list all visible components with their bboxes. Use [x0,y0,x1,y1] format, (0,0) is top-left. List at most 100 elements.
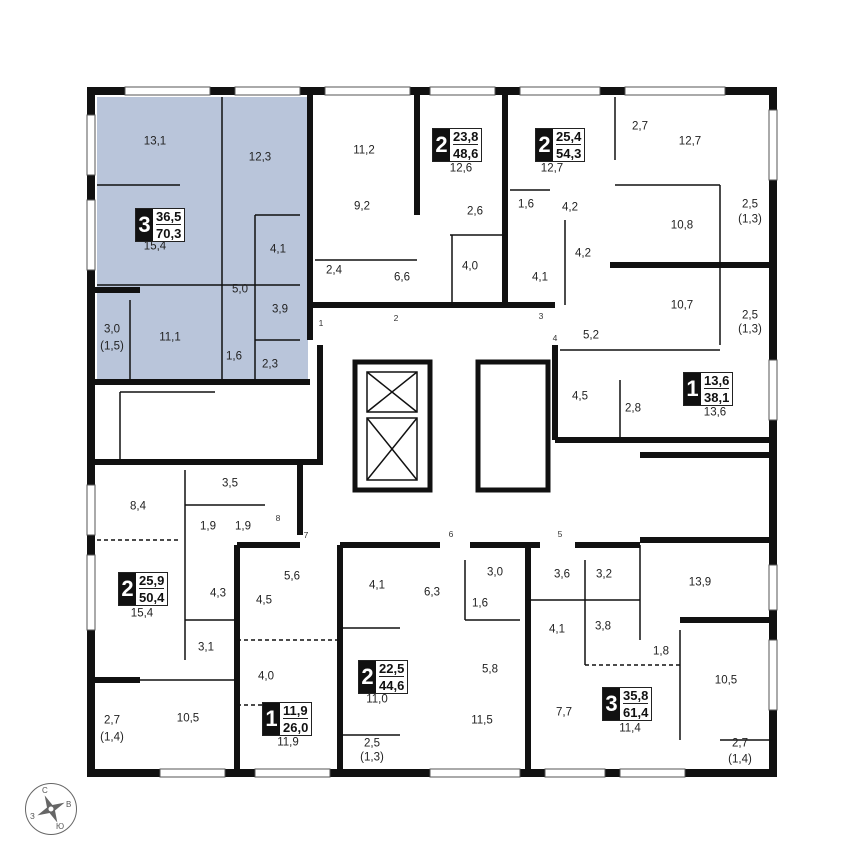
total-area: 54,3 [556,146,582,161]
door-number: 2 [393,313,399,323]
room-area: (1,3) [738,323,762,336]
room-area: 5,6 [284,570,300,583]
compass-rose: С В Ю З [25,783,77,835]
room-count: 1 [684,373,701,405]
room-area: 1,6 [226,350,242,363]
room-area: 12,7 [678,135,702,148]
room-area: 13,6 [703,406,727,419]
room-area: 6,6 [394,271,410,284]
room-area: 4,5 [572,390,588,403]
room-area: 8,4 [130,500,146,513]
room-area: 4,0 [258,670,274,683]
room-area: 10,5 [176,712,200,725]
room-area: 9,2 [354,200,370,213]
windows [86,86,778,778]
living-area: 25,4 [556,129,582,145]
room-area: 1,9 [235,520,251,533]
room-area: (1,3) [360,751,384,764]
room-area: 4,2 [575,247,591,260]
room-area: 12,3 [248,151,272,164]
room-area: 13,1 [143,135,167,148]
total-area: 70,3 [156,226,182,241]
room-area: 4,1 [270,243,286,256]
total-area: 26,0 [283,720,309,735]
living-area: 36,5 [156,209,182,225]
living-area: 13,6 [704,373,730,389]
room-area: 13,9 [688,576,712,589]
living-area: 22,5 [379,661,405,677]
room-area: 1,6 [472,597,488,610]
room-area: 5,2 [583,329,599,342]
door-number: 3 [538,311,544,321]
compass-west: З [30,812,35,821]
living-area: 25,9 [139,573,165,589]
room-count: 2 [359,661,376,693]
room-area: (1,4) [100,731,124,744]
room-count: 3 [603,688,620,720]
room-area: 2,3 [262,358,278,371]
living-area: 11,9 [283,703,309,719]
room-area: 5,8 [482,663,498,676]
compass-north: С [42,786,48,795]
room-area: 12,6 [449,162,473,175]
room-area: 3,0 [104,323,120,336]
room-area: 6,3 [424,586,440,599]
room-area: 2,5 [364,737,380,750]
room-area: (1,5) [100,340,124,353]
door-number: 1 [318,318,324,328]
total-area: 38,1 [704,390,730,405]
room-area: 3,5 [222,477,238,490]
room-area: 2,4 [326,264,342,277]
room-area: 3,8 [595,620,611,633]
room-area: 15,4 [143,240,167,253]
compass-south: Ю [56,822,65,831]
room-area: 3,2 [596,568,612,581]
room-count: 2 [119,573,136,605]
compass-star-icon [37,795,65,823]
room-area: 4,1 [532,271,548,284]
room-area: 4,5 [256,594,272,607]
room-area: 3,0 [487,566,503,579]
room-area: 10,7 [670,299,694,312]
total-area: 61,4 [623,705,649,720]
room-area: 10,5 [714,674,738,687]
room-area: 2,8 [625,402,641,415]
room-area: 1,8 [653,645,669,658]
room-area: 2,5 [742,198,758,211]
compass-east: В [66,800,72,809]
door-number: 6 [448,529,454,539]
room-area: 3,6 [554,568,570,581]
total-area: 50,4 [139,590,165,605]
room-area: 4,2 [562,201,578,214]
room-area: (1,4) [728,753,752,766]
room-area: 11,2 [353,144,375,157]
room-count: 2 [433,129,450,161]
door-number: 8 [275,513,281,523]
room-area: 15,4 [130,607,154,620]
room-area: 4,0 [462,260,478,273]
room-area: 10,8 [670,219,694,232]
room-area: 4,1 [369,579,385,592]
highlighted-apartment-fill[interactable] [97,97,308,380]
room-area: 11,5 [471,714,493,727]
room-count: 1 [263,703,280,735]
room-area: 11,4 [619,722,641,735]
door-number: 7 [303,530,309,540]
room-area: 1,6 [518,198,534,211]
room-area: 2,7 [732,737,748,750]
room-area: 12,7 [540,162,564,175]
room-area: 5,0 [232,283,248,296]
living-area: 23,8 [453,129,479,145]
room-area: 11,1 [159,331,181,344]
room-area: 4,1 [549,623,565,636]
room-area: 7,7 [556,706,572,719]
